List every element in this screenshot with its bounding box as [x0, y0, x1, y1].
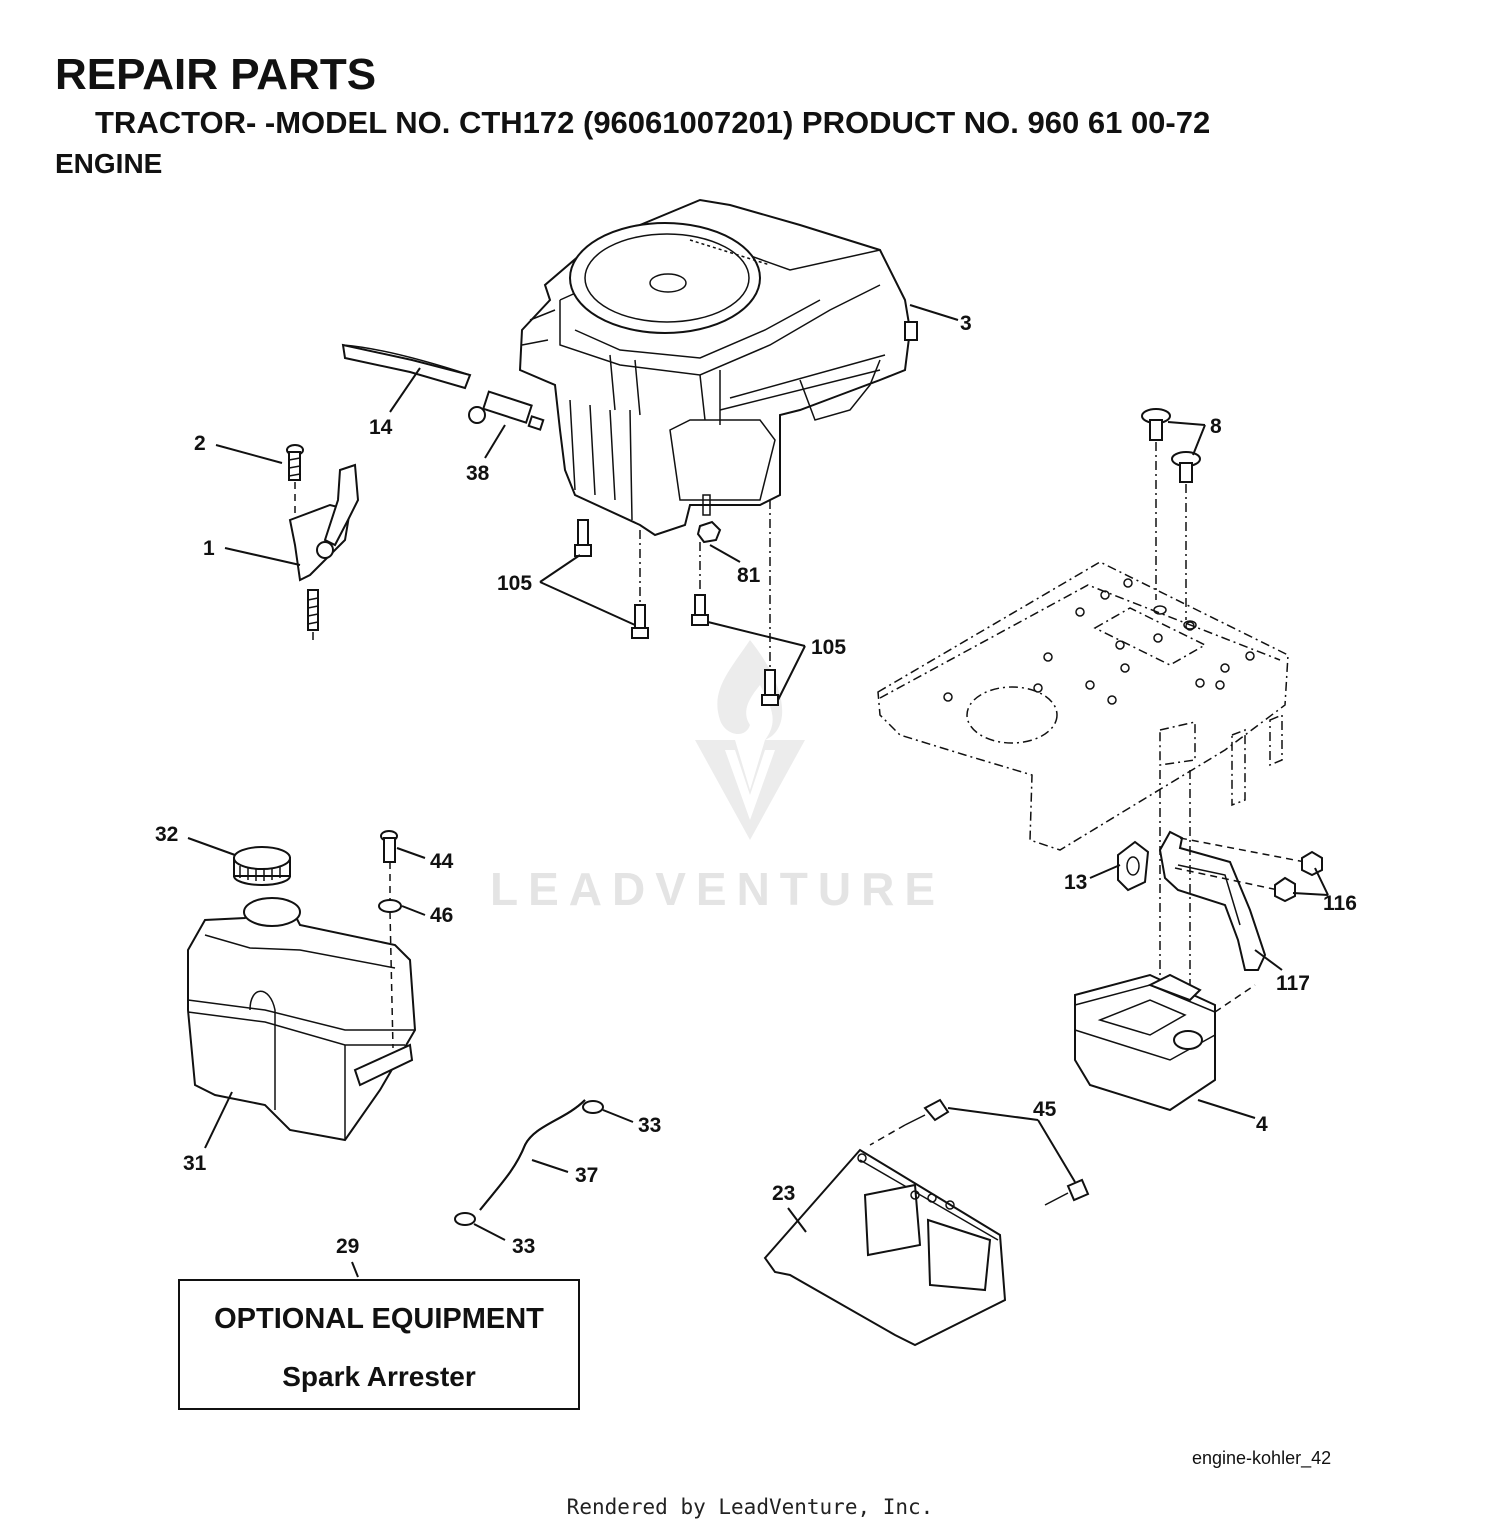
clamp-33-b[interactable]	[454, 1212, 476, 1226]
nut-116-b[interactable]	[1274, 876, 1296, 903]
callout-leaders	[187, 304, 1329, 1278]
watermark-text: LEADVENTURE	[490, 863, 946, 915]
diagram-file-id: engine-kohler_42	[1192, 1448, 1332, 1468]
nut-116-a[interactable]	[1301, 850, 1323, 877]
callout-8: 8	[1210, 415, 1222, 438]
bolt-105-d[interactable]	[761, 669, 779, 706]
bolt-105-b[interactable]	[631, 604, 649, 639]
screw-45-a[interactable]	[904, 1098, 950, 1126]
throttle-control[interactable]	[288, 463, 360, 640]
screw-8-a[interactable]	[1141, 408, 1171, 441]
bolt-105-c[interactable]	[691, 594, 709, 626]
callout-117: 117	[1276, 972, 1310, 995]
chassis-plate	[877, 561, 1289, 851]
callout-33-b: 33	[512, 1235, 535, 1258]
heat-shield[interactable]	[763, 1148, 1007, 1347]
callout-4: 4	[1256, 1113, 1268, 1136]
screw-44[interactable]	[380, 830, 398, 863]
washer-46[interactable]	[378, 899, 402, 913]
screw-2[interactable]	[286, 444, 304, 515]
screw-45-b[interactable]	[1044, 1178, 1090, 1206]
callout-44: 44	[430, 850, 454, 873]
callout-105-b: 105	[811, 636, 846, 659]
engine-assembly[interactable]	[518, 198, 918, 537]
callout-33-a: 33	[638, 1114, 661, 1137]
callout-81: 81	[737, 564, 761, 587]
optional-equipment-box: OPTIONAL EQUIPMENT Spark Arrester	[178, 1279, 580, 1410]
page-title: REPAIR PARTS	[55, 50, 377, 99]
callout-32: 32	[155, 823, 178, 846]
muffler[interactable]	[1074, 973, 1216, 1112]
callout-116: 116	[1323, 892, 1357, 915]
optional-equipment-title: OPTIONAL EQUIPMENT	[214, 1303, 544, 1335]
optional-equipment-item: Spark Arrester	[282, 1361, 476, 1392]
callout-23: 23	[772, 1182, 795, 1205]
callout-2: 2	[194, 432, 206, 455]
nut-81[interactable]	[696, 520, 722, 544]
callout-3: 3	[960, 312, 972, 335]
exhaust-pipe[interactable]	[1158, 830, 1267, 971]
model-subtitle: TRACTOR- -MODEL NO. CTH172 (96061007201)…	[95, 105, 1211, 140]
clamp-33-a[interactable]	[582, 1100, 604, 1114]
callout-37: 37	[575, 1164, 598, 1187]
fuel-tank[interactable]	[187, 897, 417, 1142]
callout-29: 29	[336, 1235, 359, 1258]
fuel-cap[interactable]	[233, 846, 291, 886]
callout-31: 31	[183, 1152, 207, 1175]
bolt-105-a[interactable]	[574, 519, 592, 557]
callout-105-a: 105	[497, 572, 532, 595]
screw-8-b[interactable]	[1171, 451, 1201, 483]
exhaust-gasket[interactable]	[1117, 840, 1150, 892]
fuel-fitting[interactable]	[468, 390, 545, 431]
callout-46: 46	[430, 904, 453, 927]
fuel-line-37[interactable]	[479, 1099, 586, 1211]
section-title: ENGINE	[55, 148, 163, 179]
watermark-logo-icon	[695, 640, 805, 840]
callout-13: 13	[1064, 871, 1087, 894]
callout-45: 45	[1033, 1098, 1057, 1121]
callout-38: 38	[466, 462, 490, 485]
footer-credit: Rendered by LeadVenture, Inc.	[566, 1495, 934, 1519]
fuel-hose[interactable]	[341, 343, 472, 390]
callout-1: 1	[203, 537, 215, 560]
callout-14: 14	[369, 416, 393, 439]
